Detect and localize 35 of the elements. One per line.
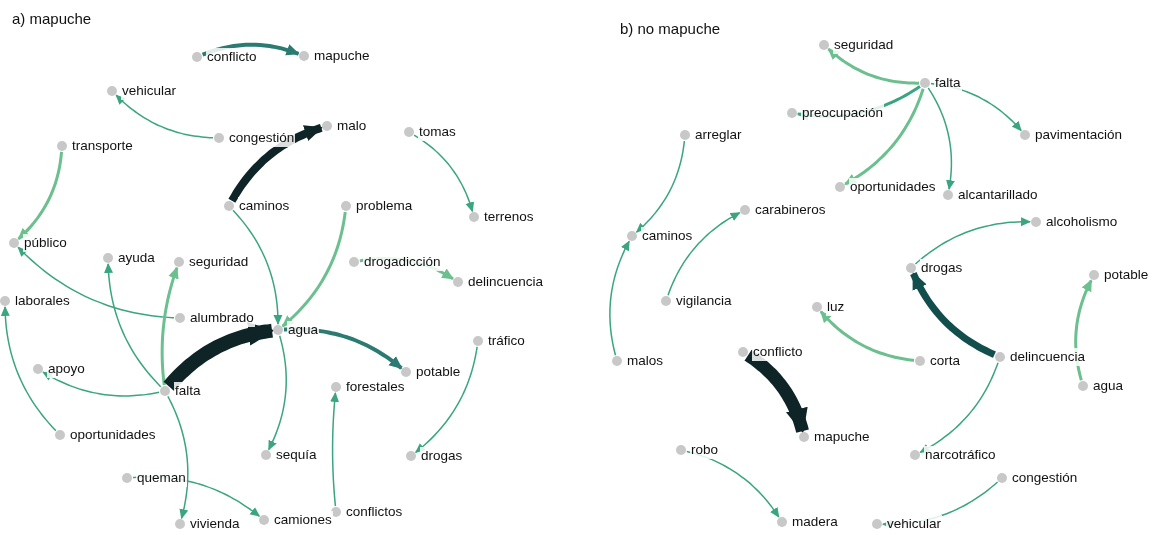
arrow <box>910 270 998 358</box>
node-label: drogas <box>920 259 964 277</box>
arrow <box>201 42 300 57</box>
arrow <box>228 124 325 204</box>
arrow <box>414 346 478 454</box>
node-label: oportunidades <box>849 178 937 196</box>
arrow <box>0 306 57 432</box>
node-label: drogas <box>420 447 464 465</box>
panel-title: b) no mapuche <box>620 20 721 37</box>
arrow <box>167 395 189 520</box>
node-label: delincuencia <box>1009 348 1087 366</box>
arrow <box>819 310 915 362</box>
arrow <box>17 151 64 241</box>
arrow <box>232 209 283 325</box>
node-label: público <box>23 234 68 252</box>
arrow <box>115 94 214 139</box>
node-label: agua <box>287 321 320 339</box>
arrow <box>268 335 287 451</box>
arrow <box>919 361 999 453</box>
arrow <box>281 211 347 328</box>
arrow <box>667 212 741 297</box>
arrow <box>104 263 162 388</box>
arrow <box>330 392 339 507</box>
arrow <box>413 134 475 213</box>
panel-title: a) mapuche <box>12 10 92 27</box>
node-label: preocupación <box>801 104 885 122</box>
arrow <box>160 266 179 386</box>
node-label: caminos <box>238 197 291 215</box>
arrow <box>17 246 175 319</box>
arrow <box>635 140 686 233</box>
arrow <box>927 87 955 191</box>
arrow <box>42 371 160 397</box>
arrow <box>827 47 920 85</box>
arrow <box>914 217 1031 265</box>
arrow <box>844 88 925 186</box>
